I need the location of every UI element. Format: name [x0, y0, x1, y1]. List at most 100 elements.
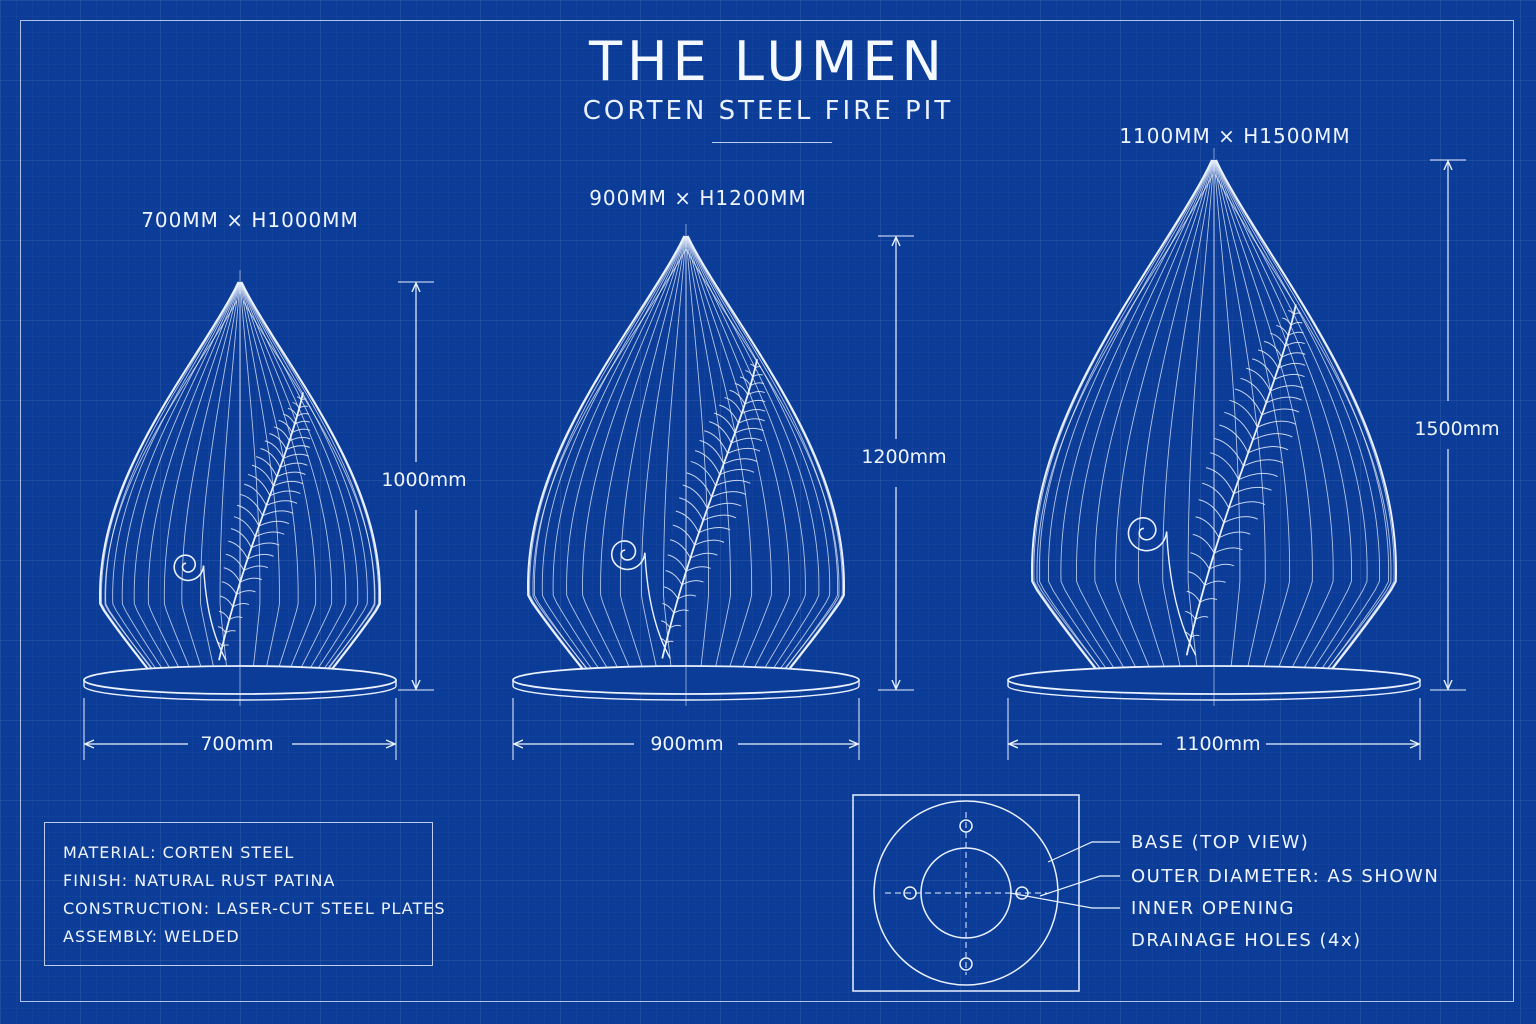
pit-rib-line [1214, 159, 1313, 677]
fern-leaflet [734, 427, 764, 434]
fern-leaflet [750, 363, 756, 369]
fern-leaflet [273, 426, 290, 442]
fern-leaflet [660, 620, 671, 629]
fern-leaflet [1190, 634, 1200, 638]
fern-leaflet [1204, 580, 1226, 586]
fern-leaflet [217, 626, 227, 634]
fern-stem [661, 359, 758, 659]
pit-rib-line [133, 281, 240, 677]
fern-stem [1185, 304, 1297, 656]
fern-leaflet [719, 404, 739, 424]
pit-rib-line [1162, 159, 1214, 677]
spec-finish: FINISH: NATURAL RUST PATINA [63, 871, 336, 890]
fiddlehead-spiral-icon [1127, 517, 1168, 552]
fern-leaflet [279, 462, 308, 468]
fern-leaflet [1276, 325, 1289, 336]
fern-leaflet [264, 440, 284, 459]
model-size-label: 700MM × H1000MM [141, 208, 359, 232]
pit-rib-line [1137, 159, 1214, 677]
fern-leaflet [1263, 340, 1283, 358]
fern-leaflet [258, 520, 290, 527]
fire-pit-group [83, 148, 1421, 706]
fern-leaflet [244, 483, 267, 506]
fern-leaflet [1270, 385, 1304, 392]
fiddlehead-spiral-icon [173, 554, 205, 582]
fern-leaflet [750, 382, 765, 387]
pit-rib-line [663, 235, 687, 677]
pit-rib-line [1187, 159, 1215, 677]
fern-leaflet [228, 540, 249, 560]
fire-pit-drawing [512, 224, 860, 706]
pit-rib-line [1214, 159, 1266, 677]
legend-inner-opening: INNER OPENING [1131, 898, 1295, 919]
fern-leaflet [1282, 317, 1292, 326]
fern-leaflet [1228, 501, 1266, 509]
fern-leaflet [719, 468, 755, 476]
fern-leaflet [1240, 377, 1267, 404]
fern-leaflet [1185, 610, 1196, 620]
pit-rib-line [241, 281, 368, 677]
fern-leaflet [1274, 373, 1305, 380]
fern-leaflet [1243, 459, 1284, 467]
model-size-label: 1100MM × H1500MM [1119, 124, 1351, 148]
fern-leaflet [1265, 396, 1302, 404]
fern-leaflet [673, 609, 689, 614]
pit-rib-line [181, 281, 240, 677]
pit-rib-line [240, 281, 317, 677]
pit-rib-line [121, 281, 240, 677]
fern-leaflet [236, 504, 260, 527]
fern-leaflet [709, 421, 732, 444]
leader-line [1047, 841, 1120, 863]
fern-leaflet [707, 502, 742, 510]
fern-leaflet [1195, 616, 1209, 620]
pit-rib-line [600, 235, 686, 677]
pit-rib-line [239, 281, 280, 677]
fern-leaflet [1252, 433, 1293, 441]
fern-stem [218, 392, 304, 661]
fern-leaflet [677, 594, 697, 600]
dimension-set [83, 281, 434, 760]
page-subtitle: CORTEN STEEL FIRE PIT [582, 96, 954, 126]
pit-rib-line [619, 235, 686, 677]
base-top-view [852, 794, 1120, 992]
leader-line [1009, 892, 1120, 909]
fern-leaflet [301, 398, 307, 401]
pit-rib-line [685, 235, 709, 677]
width-label: 1100mm [1175, 733, 1261, 755]
fern-leaflet [260, 448, 281, 468]
fiddlehead-stem [202, 565, 227, 661]
fern-leaflet [1251, 358, 1275, 380]
pit-rib-line [529, 235, 685, 677]
fern-leaflet [665, 570, 683, 586]
fern-leaflet [686, 472, 712, 498]
pit-rib-line [241, 281, 375, 677]
fern-leaflet [715, 479, 751, 487]
fire-pit-drawing [1007, 148, 1421, 706]
pit-rib-line [641, 235, 686, 677]
fern-leaflet [669, 624, 682, 629]
fern-leaflet [723, 458, 758, 465]
spec-material: MATERIAL: CORTEN STEEL [63, 843, 295, 862]
fern-leaflet [1195, 516, 1220, 538]
fern-leaflet [1205, 467, 1235, 494]
pit-rib-line [240, 281, 299, 677]
pit-rib-line [687, 235, 843, 677]
spec-assembly: ASSEMBLY: WELDED [63, 927, 240, 946]
fern-leaflet [292, 402, 300, 409]
fern-leaflet [1247, 446, 1289, 454]
fern-leaflet [266, 500, 298, 507]
base-view-frame [852, 794, 1080, 992]
fern-leaflet [1214, 438, 1244, 467]
fern-leaflet [1261, 408, 1300, 416]
fern-leaflet [221, 581, 237, 595]
fern-leaflet [1223, 516, 1258, 524]
fern-leaflet [1224, 411, 1254, 441]
fern-leaflet [254, 531, 285, 538]
pit-rib-line [1076, 159, 1213, 677]
fern-leaflet [665, 640, 674, 644]
fern-leaflet [1287, 331, 1304, 336]
model-size-label: 900MM × H1200MM [589, 186, 807, 210]
pit-rib-line [687, 235, 820, 677]
